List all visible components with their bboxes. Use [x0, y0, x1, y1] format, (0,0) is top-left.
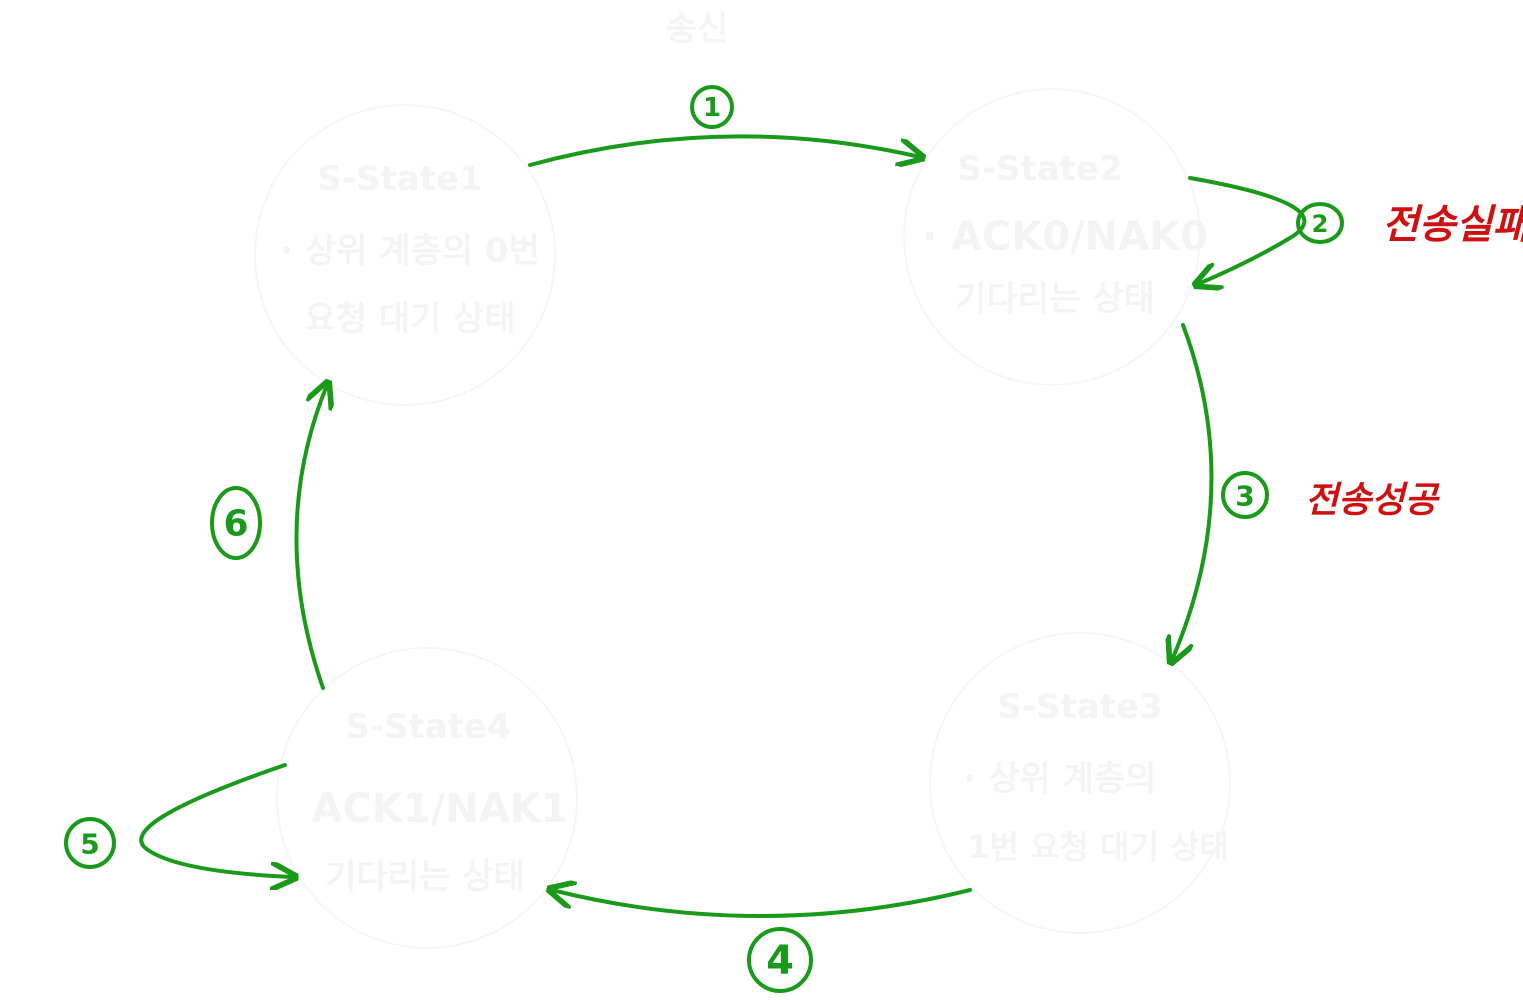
state-4-desc-line2: 기다리는 상태: [325, 857, 525, 897]
transition-2-label: 2: [1312, 210, 1329, 238]
transition-3: 3 전송성공: [1172, 323, 1440, 660]
state-3-name: S-State3: [997, 687, 1162, 727]
transition-2-note: 전송실패: [1382, 202, 1523, 248]
transition-5-arrow: [139, 763, 293, 877]
state-4-desc-line1: ACK1/NAK1: [311, 786, 568, 832]
transition-3-badge: [1221, 471, 1269, 519]
transition-3-note: 전송성공: [1305, 480, 1440, 521]
state-1-name: S-State1: [317, 159, 482, 199]
state-1: S-State1 · 상위 계층의 0번 요청 대기 상태: [254, 104, 556, 406]
transition-2-badge: [1296, 202, 1344, 244]
state-3: S-State3 · 상위 계층의 1번 요청 대기 상태: [929, 632, 1231, 934]
transition-1-label: 1: [703, 93, 721, 123]
transition-1: 1: [528, 85, 920, 165]
state-1-desc-line1: · 상위 계층의 0번: [280, 231, 540, 271]
state-4: S-State4 ACK1/NAK1 기다리는 상태: [276, 647, 578, 949]
transition-6-badge: [210, 486, 262, 560]
transition-4-label: 4: [766, 938, 794, 984]
state-3-desc-line1: · 상위 계층의: [964, 759, 1157, 799]
transition-6-label: 6: [223, 504, 248, 545]
transition-6: 6: [210, 385, 327, 690]
state-1-desc-line2: 요청 대기 상태: [304, 299, 515, 339]
state-2-desc-line2: 기다리는 상태: [955, 279, 1155, 319]
transition-6-arrow: [294, 385, 327, 690]
state-2-desc-line1: · ACK0/NAK0: [922, 214, 1208, 260]
transition-1-arrow: [528, 134, 920, 165]
diagram-title: 송신: [666, 9, 729, 49]
transition-3-arrow: [1172, 323, 1214, 660]
transition-5: 5: [64, 763, 293, 877]
transition-4-badge: [747, 927, 813, 993]
transition-1-badge: [690, 85, 734, 129]
transition-4: 4: [552, 890, 972, 993]
transition-2-arrow: [1190, 176, 1307, 284]
transition-5-badge: [64, 817, 116, 869]
transition-3-label: 3: [1235, 480, 1254, 513]
state-3-circle: [929, 632, 1231, 934]
transition-4-arrow: [552, 890, 972, 918]
state-4-circle: [276, 647, 578, 949]
transition-2: 2 전송실패: [1190, 176, 1523, 284]
state-4-name: S-State4: [345, 707, 510, 747]
state-2: S-State2 · ACK0/NAK0 기다리는 상태: [903, 88, 1208, 386]
state-2-circle: [903, 88, 1201, 386]
transition-5-label: 5: [80, 828, 99, 861]
state-1-circle: [254, 104, 556, 406]
state-2-name: S-State2: [957, 149, 1122, 189]
state-3-desc-line2: 1번 요청 대기 상태: [967, 828, 1229, 866]
